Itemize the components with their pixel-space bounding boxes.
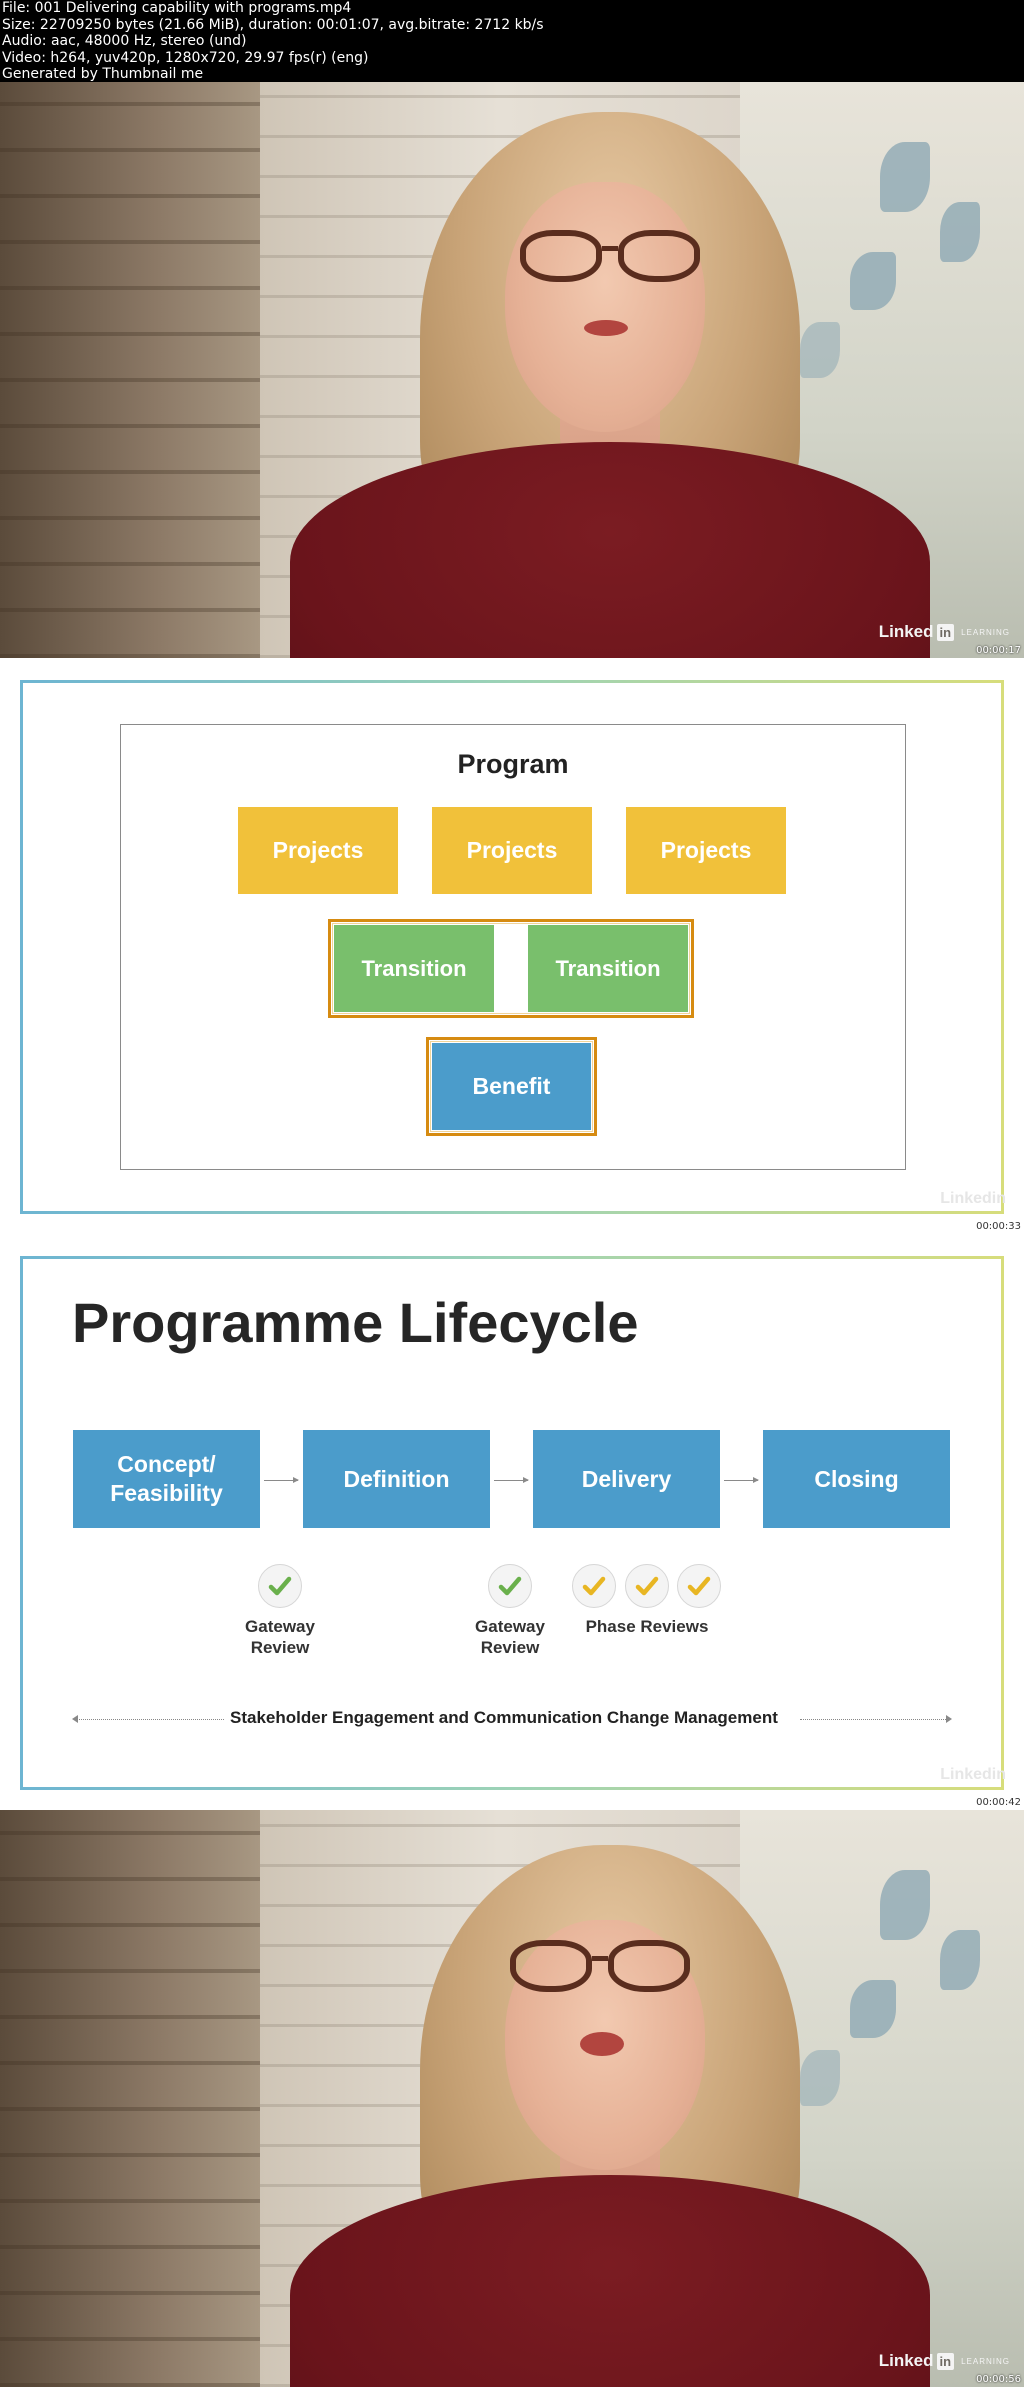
program-title: Program bbox=[457, 749, 569, 779]
program-container: Program bbox=[120, 724, 906, 1170]
faint-logo: Linkedin bbox=[940, 1766, 1006, 1783]
check-green-icon bbox=[488, 1564, 532, 1608]
gateway-review-label-2: Gateway Review bbox=[475, 1617, 545, 1657]
stage-delivery: Delivery bbox=[533, 1430, 720, 1528]
video-info: Video: h264, yuv420p, 1280x720, 29.97 fp… bbox=[2, 49, 369, 66]
stage-arrow bbox=[724, 1477, 759, 1483]
presenter-body bbox=[290, 442, 930, 658]
presenter-mouth bbox=[584, 320, 628, 336]
slide-frame-program: Program Projects Projects Projects Trans… bbox=[0, 658, 1024, 1234]
stakeholder-footer: Stakeholder Engagement and Communication… bbox=[230, 1708, 778, 1727]
stage-arrow bbox=[494, 1477, 529, 1483]
projects-box-2: Projects bbox=[432, 807, 592, 894]
stage-definition: Definition bbox=[303, 1430, 490, 1528]
projects-box-1: Projects bbox=[238, 807, 398, 894]
presenter-body bbox=[290, 2175, 930, 2387]
check-green-icon bbox=[258, 1564, 302, 1608]
presenter-mouth bbox=[580, 2032, 624, 2056]
file-info-header: File: 001 Delivering capability with pro… bbox=[0, 0, 1024, 82]
transition-box-2: Transition bbox=[528, 925, 688, 1012]
stakeholder-line-right bbox=[800, 1715, 952, 1723]
check-yellow-icon bbox=[625, 1564, 669, 1608]
timestamp: 00:00:56 bbox=[976, 2374, 1021, 2385]
faint-logo: Linkedin bbox=[940, 1190, 1006, 1207]
brick-wall bbox=[0, 82, 260, 658]
audio-info: Audio: aac, 48000 Hz, stereo (und) bbox=[2, 33, 247, 49]
stakeholder-line-left bbox=[72, 1715, 224, 1723]
check-yellow-icon bbox=[572, 1564, 616, 1608]
timestamp: 00:00:33 bbox=[976, 1221, 1021, 1232]
generator-info: Generated by Thumbnail me bbox=[2, 66, 204, 82]
file-size: Size: 22709250 bytes (21.66 MiB), durati… bbox=[2, 16, 544, 33]
brick-wall bbox=[0, 1810, 260, 2387]
stage-arrow bbox=[264, 1477, 299, 1483]
benefit-box: Benefit bbox=[432, 1043, 591, 1130]
check-yellow-icon bbox=[677, 1564, 721, 1608]
gateway-review-label-1: Gateway Review bbox=[245, 1617, 315, 1657]
slide-frame-lifecycle: Programme Lifecycle Concept/ Feasibility… bbox=[0, 1234, 1024, 1810]
timestamp: 00:00:17 bbox=[976, 645, 1021, 656]
presenter-face bbox=[505, 182, 705, 432]
phase-reviews-label: Phase Reviews bbox=[585, 1617, 709, 1636]
stage-closing: Closing bbox=[763, 1430, 950, 1528]
file-name: File: 001 Delivering capability with pro… bbox=[2, 0, 352, 16]
projects-box-3: Projects bbox=[626, 807, 786, 894]
transition-box-1: Transition bbox=[334, 925, 494, 1012]
stage-concept: Concept/ Feasibility bbox=[73, 1430, 260, 1528]
timestamp: 00:00:42 bbox=[976, 1797, 1021, 1808]
lifecycle-title: Programme Lifecycle bbox=[72, 1291, 639, 1354]
